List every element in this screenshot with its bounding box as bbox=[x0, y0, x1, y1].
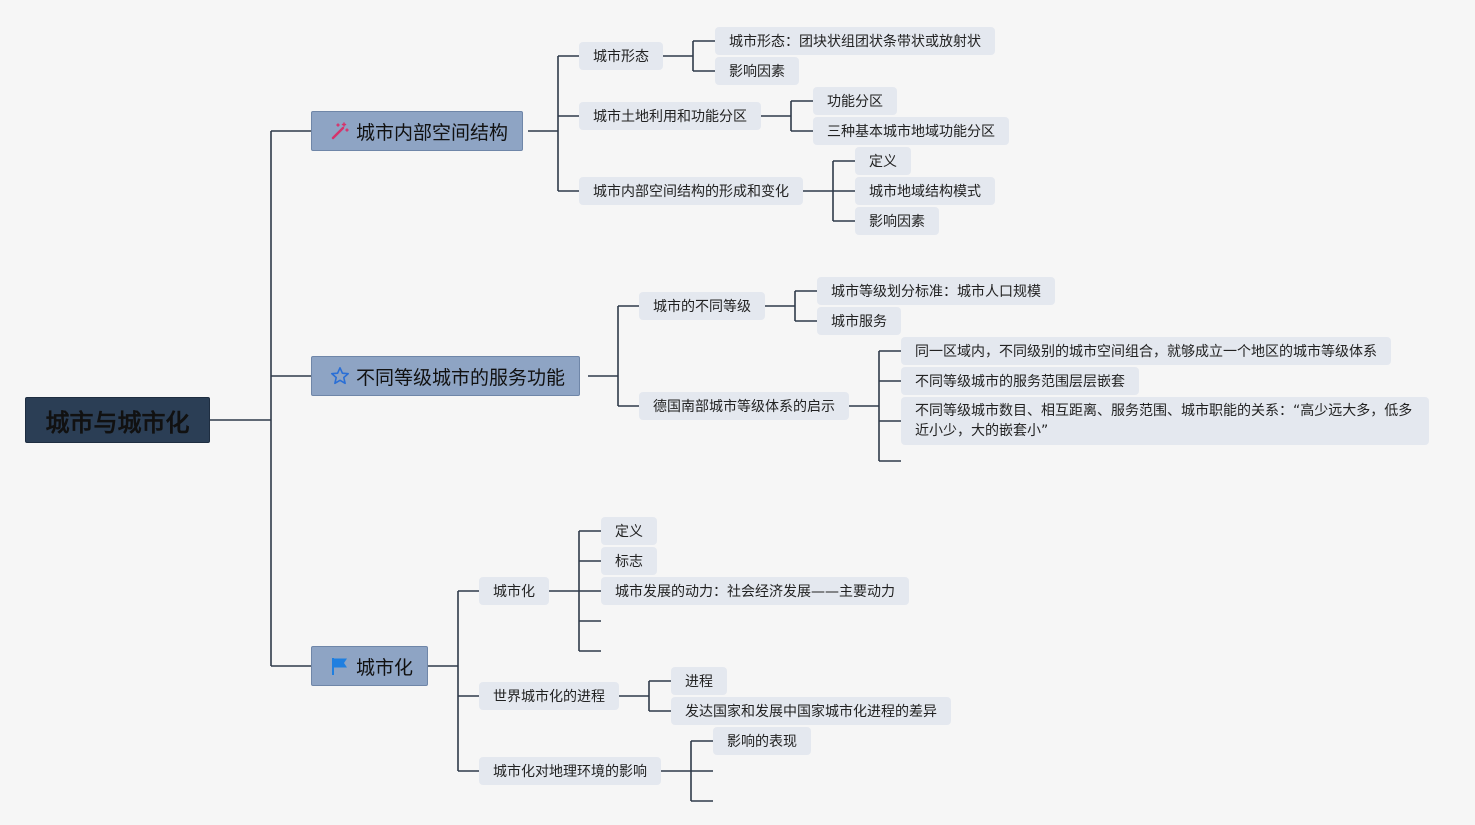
leaf-structure-factors[interactable]: 影响因素 bbox=[855, 207, 939, 235]
topic-label: 城市内部空间结构 bbox=[356, 121, 509, 144]
leaf-definition[interactable]: 定义 bbox=[855, 147, 911, 175]
leaf-nested-service-areas[interactable]: 不同等级城市的服务范围层层嵌套 bbox=[901, 367, 1139, 395]
topic-urbanization[interactable]: 城市化 bbox=[311, 646, 429, 686]
leaf-urbanization-indicator[interactable]: 标志 bbox=[601, 547, 657, 575]
subtopic-land-use[interactable]: 城市土地利用和功能分区 bbox=[579, 102, 761, 130]
subtopic-urban-form[interactable]: 城市形态 bbox=[579, 42, 663, 70]
leaf-process[interactable]: 进程 bbox=[671, 667, 727, 695]
subtopic-environmental-impact[interactable]: 城市化对地理环境的影响 bbox=[479, 757, 661, 785]
leaf-level-criteria[interactable]: 城市等级划分标准：城市人口规模 bbox=[817, 277, 1055, 305]
flag-icon bbox=[330, 656, 350, 676]
leaf-three-zones[interactable]: 三种基本城市地域功能分区 bbox=[813, 117, 1009, 145]
topic-label: 不同等级城市的服务功能 bbox=[356, 366, 566, 389]
subtopic-structure-formation[interactable]: 城市内部空间结构的形成和变化 bbox=[579, 177, 803, 205]
leaf-urban-form-types[interactable]: 城市形态：团块状组团状条带状或放射状 bbox=[715, 27, 995, 55]
topic-city-hierarchy-services[interactable]: 不同等级城市的服务功能 bbox=[311, 356, 581, 396]
leaf-impact-manifestations[interactable]: 影响的表现 bbox=[713, 727, 811, 755]
leaf-structure-models[interactable]: 城市地域结构模式 bbox=[855, 177, 995, 205]
subtopic-city-levels[interactable]: 城市的不同等级 bbox=[639, 292, 765, 320]
subtopic-german-hierarchy[interactable]: 德国南部城市等级体系的启示 bbox=[639, 392, 849, 420]
leaf-developed-vs-developing[interactable]: 发达国家和发展中国家城市化进程的差异 bbox=[671, 697, 951, 725]
magic-wand-icon bbox=[330, 121, 350, 141]
topic-label: 城市化 bbox=[356, 656, 414, 679]
topic-urban-internal-structure[interactable]: 城市内部空间结构 bbox=[311, 111, 524, 151]
star-icon bbox=[330, 366, 350, 386]
subtopic-world-urbanization[interactable]: 世界城市化的进程 bbox=[479, 682, 619, 710]
leaf-urban-form-factors[interactable]: 影响因素 bbox=[715, 57, 799, 85]
leaf-urbanization-driver[interactable]: 城市发展的动力：社会经济发展——主要动力 bbox=[601, 577, 909, 605]
leaf-hierarchy-definition[interactable]: 同一区域内，不同级别的城市空间组合，就够成立一个地区的城市等级体系 bbox=[901, 337, 1391, 365]
root-topic[interactable]: 城市与城市化 bbox=[25, 397, 210, 443]
leaf-hierarchy-relationship[interactable]: 不同等级城市数目、相互距离、服务范围、城市职能的关系：“高少远大多，低多近小少，… bbox=[901, 397, 1429, 445]
leaf-urbanization-definition[interactable]: 定义 bbox=[601, 517, 657, 545]
leaf-functional-zones[interactable]: 功能分区 bbox=[813, 87, 897, 115]
leaf-city-services[interactable]: 城市服务 bbox=[817, 307, 901, 335]
subtopic-urbanization[interactable]: 城市化 bbox=[479, 577, 549, 605]
